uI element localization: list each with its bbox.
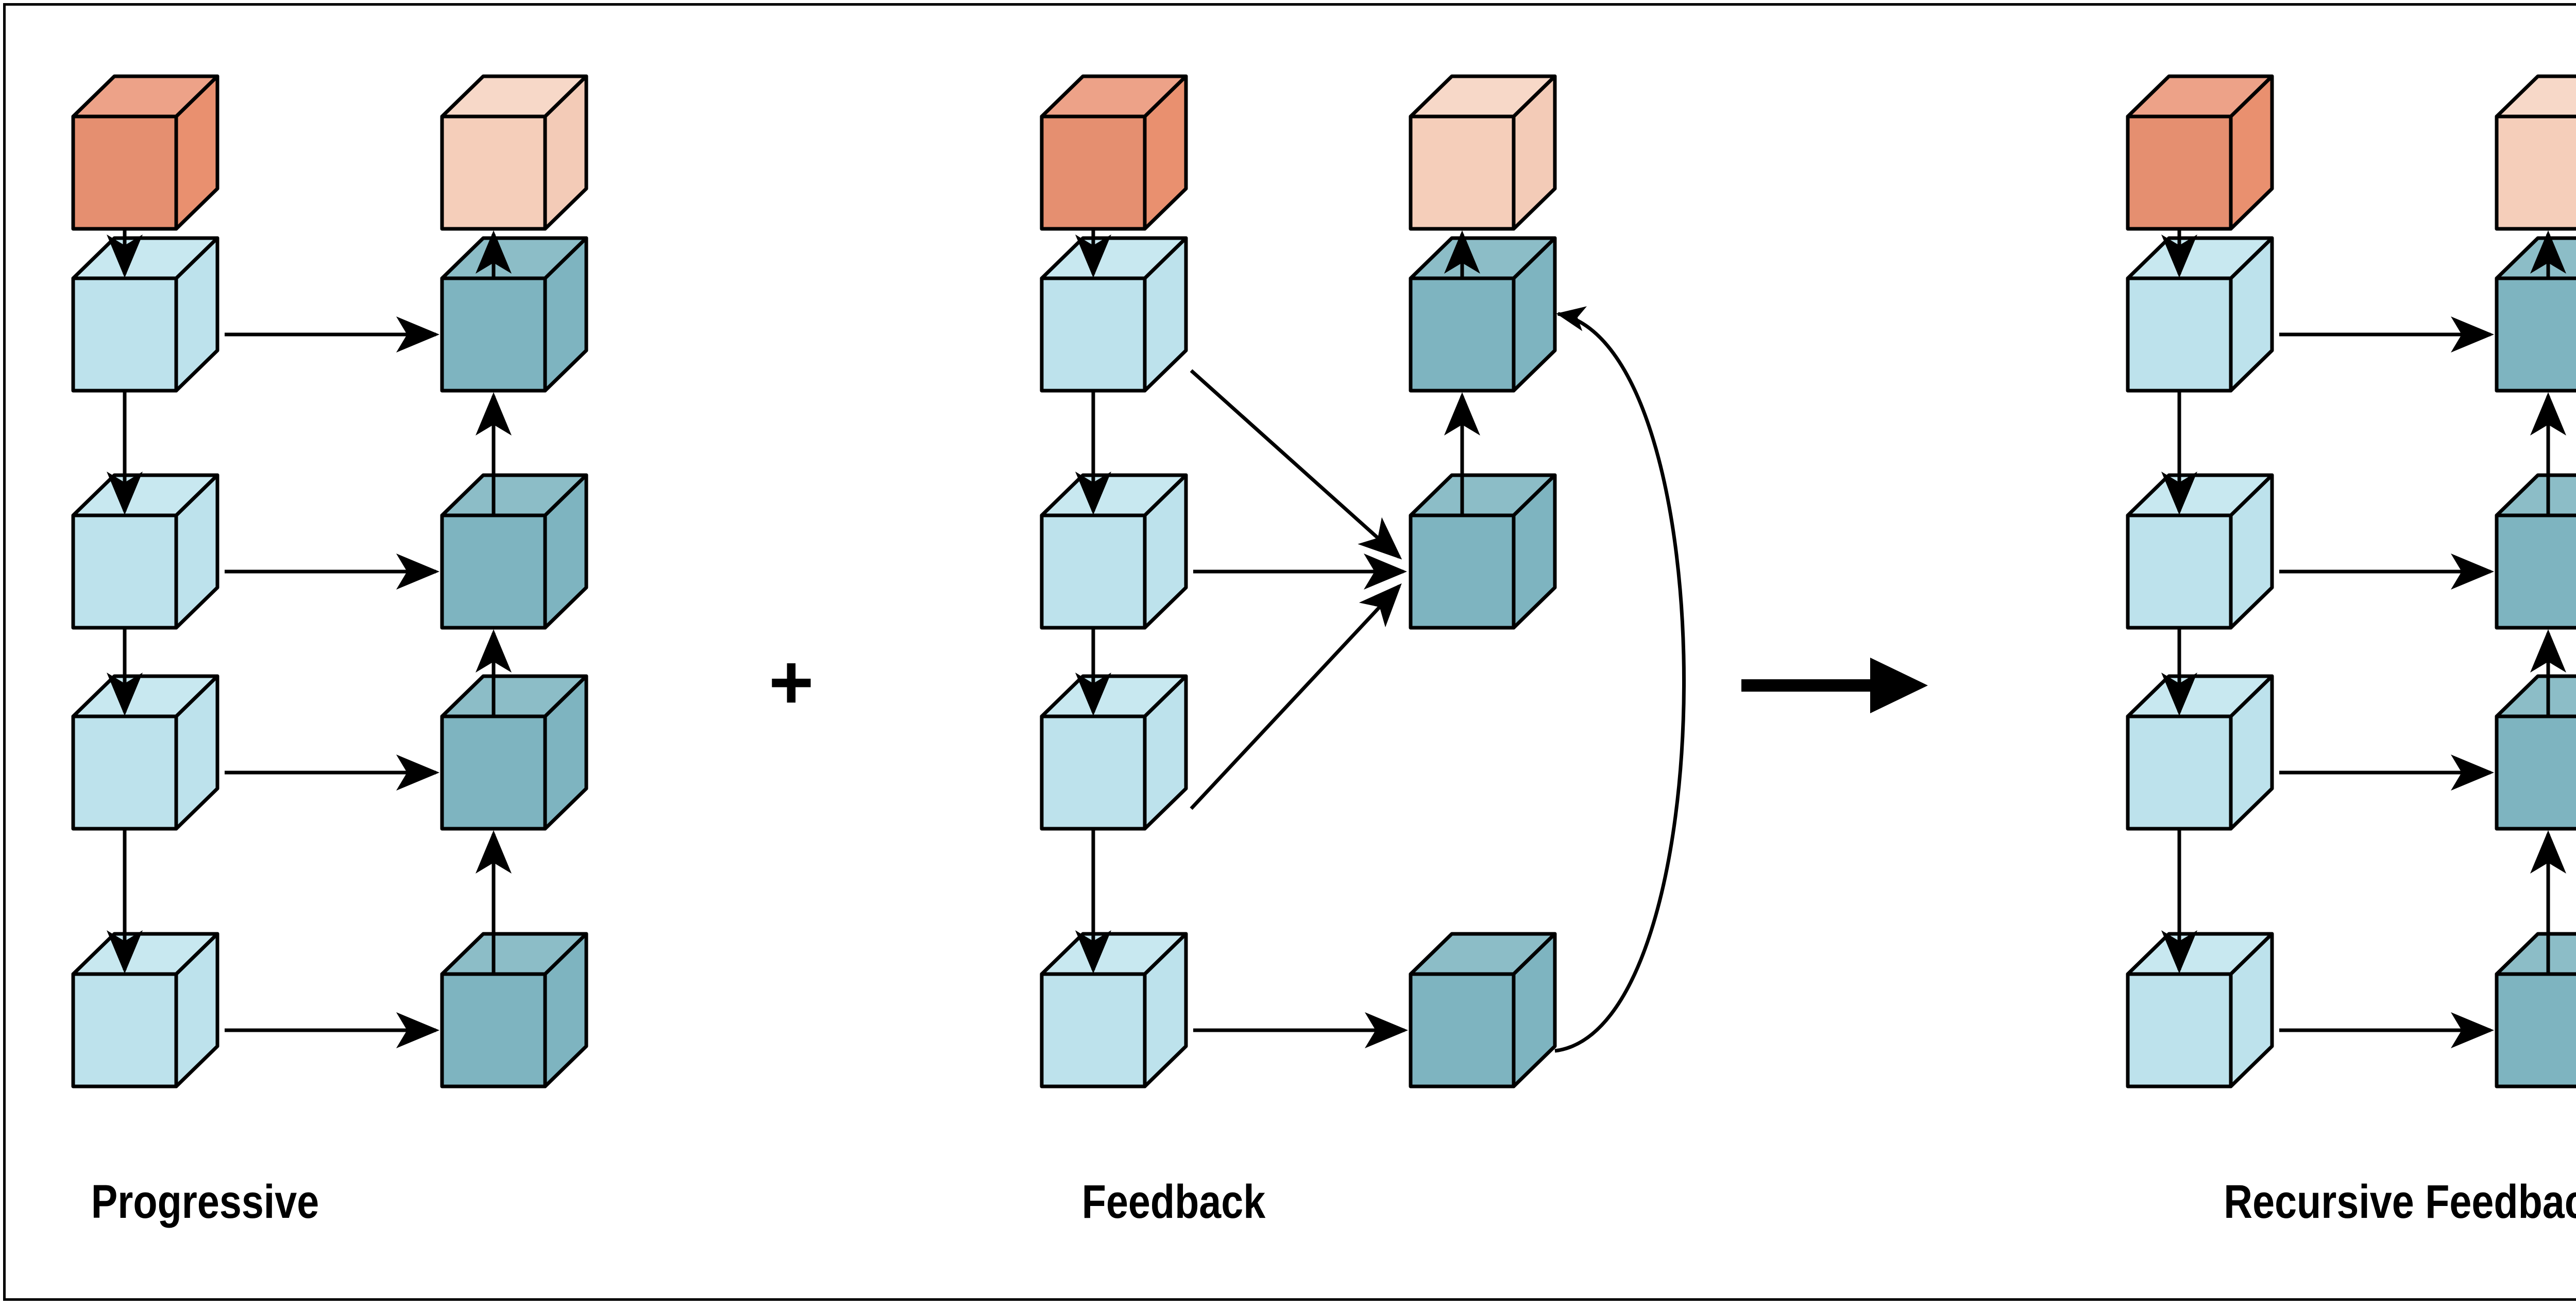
progressive-encoder-cube-4 <box>71 932 219 1088</box>
recursive-decoder-cube-1-front-face <box>2495 276 2576 393</box>
progressive-encoder-cube-4-front-face <box>71 972 178 1088</box>
progressive-encoder-cube-2-front-face <box>71 513 178 630</box>
recursive-decoder-cube-2-front-face <box>2495 513 2576 630</box>
progressive-encoder-cube-1 <box>71 236 219 393</box>
recursive-output-cube <box>2495 74 2576 231</box>
feedback-decoder-cube-3-front-face <box>1409 972 1516 1088</box>
progressive-decoder-cube-4-front-face <box>440 972 547 1088</box>
progressive-encoder-cube-2 <box>71 473 219 630</box>
recursive-encoder-cube-2 <box>2126 473 2274 630</box>
progressive-decoder-cube-2-front-face <box>440 513 547 630</box>
feedback-encoder-cube-1-front-face <box>1040 276 1147 393</box>
recursive-decoder-cube-2 <box>2495 473 2576 630</box>
feedback-input-cube <box>1040 74 1188 231</box>
recursive-encoder-cube-1 <box>2126 236 2274 393</box>
progressive-output-cube-front-face <box>440 114 547 231</box>
panel-label-recursive-feedback: Recursive Feedback <box>2224 1176 2576 1228</box>
progressive-decoder-cube-1 <box>440 236 588 393</box>
recursive-decoder-cube-4 <box>2495 932 2576 1088</box>
feedback-output-cube <box>1409 74 1557 231</box>
feedback-encoder-cube-4-front-face <box>1040 972 1147 1088</box>
progressive-input-cube <box>71 74 219 231</box>
recursive-decoder-cube-4-top-face <box>2495 932 2576 976</box>
progressive-encoder-cube-1-front-face <box>71 276 178 393</box>
recursive-output-cube-top-face <box>2495 74 2576 119</box>
recursive-encoder-cube-3 <box>2126 674 2274 831</box>
recursive-decoder-cube-1-top-face <box>2495 236 2576 280</box>
recursive-input-cube-front-face <box>2126 114 2233 231</box>
recursive-decoder-cube-1 <box>2495 236 2576 393</box>
recursive-decoder-cube-2-top-face <box>2495 473 2576 517</box>
feedback-encoder-cube-3-front-face <box>1040 714 1147 831</box>
diagram-border-frame <box>3 3 2576 1301</box>
feedback-recurrent-arrow <box>1554 306 1686 1053</box>
feedback-decoder-cube-3 <box>1409 932 1557 1088</box>
feedback-decoder-cube-1 <box>1409 236 1557 393</box>
progressive-decoder-cube-2 <box>440 473 588 630</box>
feedback-decoder-cube-1-front-face <box>1409 276 1516 393</box>
recursive-encoder-cube-4 <box>2126 932 2274 1088</box>
recursive-decoder-cube-3-top-face <box>2495 674 2576 718</box>
progressive-output-cube <box>440 74 588 231</box>
panel-label-feedback: Feedback <box>1081 1176 1266 1228</box>
recursive-decoder-cube-3-front-face <box>2495 714 2576 831</box>
feedback-decoder-cube-2-front-face <box>1409 513 1516 630</box>
progressive-decoder-cube-4 <box>440 932 588 1088</box>
recursive-output-cube-front-face <box>2495 114 2576 231</box>
feedback-output-cube-front-face <box>1409 114 1516 231</box>
recursive-decoder-cube-4-front-face <box>2495 972 2576 1088</box>
feedback-encoder-cube-3 <box>1040 674 1188 831</box>
panel-label-progressive: Progressive <box>91 1176 319 1228</box>
plus-operator: + <box>769 639 814 725</box>
transition-arrow <box>1741 658 1928 713</box>
recursive-encoder-cube-4-front-face <box>2126 972 2233 1088</box>
feedback-encoder-cube-1 <box>1040 236 1188 393</box>
feedback-converge-arrow-3 <box>1190 583 1402 810</box>
feedback-converge-arrow-1 <box>1190 369 1402 560</box>
recursive-input-cube <box>2126 74 2274 231</box>
progressive-encoder-cube-3 <box>71 674 219 831</box>
progressive-decoder-cube-3 <box>440 674 588 831</box>
feedback-encoder-cube-2 <box>1040 473 1188 630</box>
feedback-encoder-cube-4 <box>1040 932 1188 1088</box>
progressive-decoder-cube-1-front-face <box>440 276 547 393</box>
transition-arrow-shaft <box>1741 679 1875 692</box>
feedback-encoder-cube-2-front-face <box>1040 513 1147 630</box>
recursive-decoder-cube-3 <box>2495 674 2576 831</box>
recursive-encoder-cube-3-front-face <box>2126 714 2233 831</box>
feedback-input-cube-front-face <box>1040 114 1147 231</box>
progressive-encoder-cube-3-front-face <box>71 714 178 831</box>
progressive-input-cube-front-face <box>71 114 178 231</box>
progressive-decoder-cube-3-front-face <box>440 714 547 831</box>
feedback-decoder-cube-2 <box>1409 473 1557 630</box>
transition-arrow-head <box>1870 658 1928 713</box>
recursive-encoder-cube-1-front-face <box>2126 276 2233 393</box>
recursive-encoder-cube-2-front-face <box>2126 513 2233 630</box>
